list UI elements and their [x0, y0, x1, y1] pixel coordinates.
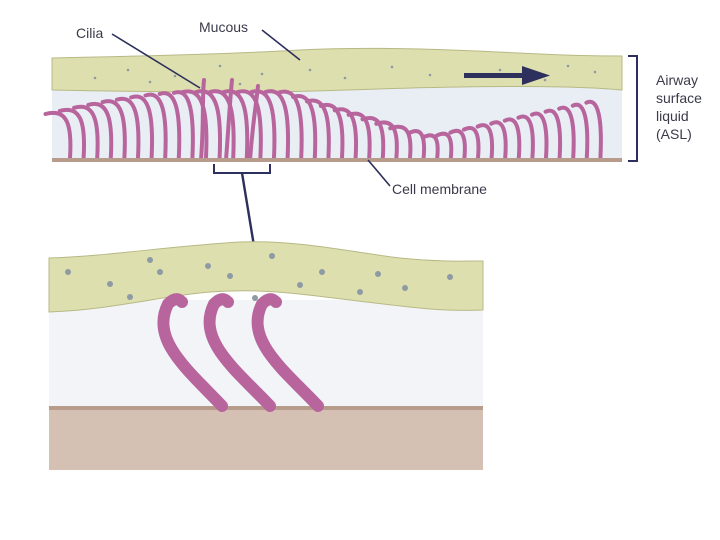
cilium — [157, 91, 182, 160]
cilium-upright — [199, 78, 206, 162]
cilium — [388, 124, 413, 160]
cilium — [100, 99, 127, 160]
arrow-right-icon — [464, 66, 550, 85]
cell-membrane — [52, 158, 622, 162]
zoom-mucus-particle — [447, 274, 453, 280]
cilium — [263, 89, 291, 160]
zoom-cilium — [157, 293, 228, 412]
membrane-leader-line — [367, 159, 391, 187]
mucous-label: Mucous — [199, 19, 248, 35]
cilium — [86, 101, 114, 160]
cilium-upright — [224, 78, 234, 162]
mucus-particles — [93, 64, 597, 86]
zoom-mucus-particle — [127, 294, 133, 300]
mucus-particle — [218, 64, 222, 68]
cilium — [346, 111, 372, 160]
cilia-row — [43, 78, 603, 162]
mucus-layer — [51, 47, 623, 93]
zoom-connector — [213, 164, 271, 247]
cilium — [305, 98, 331, 160]
cilium — [502, 117, 522, 160]
cilium — [434, 131, 454, 160]
zoom-mucus-particle — [375, 271, 381, 277]
cilium — [407, 129, 427, 160]
cilium — [332, 107, 359, 160]
mucus-particle — [93, 76, 97, 80]
mucus-particle — [308, 68, 312, 72]
cilium — [584, 99, 603, 160]
cilium — [462, 126, 481, 160]
zoom-cilium — [251, 293, 324, 412]
zoom-mucus-particle — [319, 269, 325, 275]
mucus-particle — [173, 74, 177, 78]
zoom-mucus-particle — [157, 269, 163, 275]
zoom-mucus-particle — [297, 282, 303, 288]
cilium — [421, 133, 440, 160]
asl-label-line-2: surface — [656, 90, 702, 106]
mucous-leader-line — [261, 29, 301, 61]
cilium — [72, 104, 100, 160]
zoom-mucus-particle — [357, 289, 363, 295]
zoom-mucus-layer — [48, 241, 484, 313]
cilium — [530, 111, 549, 160]
cilium — [489, 120, 508, 160]
asl-label-line-1: Airway — [656, 72, 698, 88]
cilium — [143, 92, 168, 160]
cilium — [129, 94, 155, 160]
cilium — [570, 102, 590, 160]
mucus-particle — [593, 70, 597, 74]
cilium — [172, 90, 195, 160]
mucus-particle — [343, 76, 347, 80]
cilium — [516, 114, 535, 160]
asl-label-line-4: (ASL) — [656, 126, 692, 142]
overview-panel: Cilia Mucous Cell membrane Airway surfac… — [43, 19, 702, 197]
zoom-mucus-particles — [65, 253, 453, 301]
cilia-leader-line — [111, 33, 201, 89]
mucus-particle — [498, 68, 502, 72]
zoom-panel — [48, 241, 484, 470]
cilium — [557, 105, 576, 160]
cilium — [360, 116, 386, 160]
zoom-mucus-particle — [252, 295, 258, 301]
cilium — [475, 123, 495, 160]
mucus-particle — [543, 78, 547, 82]
zoom-cilium — [203, 293, 276, 412]
zoom-mucus-particle — [227, 273, 233, 279]
zoom-mucus-particle — [107, 281, 113, 287]
mucus-particle — [238, 82, 242, 86]
cilium-upright — [248, 84, 260, 162]
bracket-icon — [628, 55, 638, 162]
zoom-mucus-particle — [269, 253, 275, 259]
zoom-mucus-particle — [147, 257, 153, 263]
mucus-particle — [260, 72, 264, 76]
cilia-label: Cilia — [76, 25, 103, 41]
zoom-mucus-particle — [205, 263, 211, 269]
zoom-cilia-group — [157, 293, 324, 412]
mucus-particle — [428, 73, 432, 77]
asl-label-line-3: liquid — [656, 108, 689, 124]
mucus-particle — [126, 68, 130, 72]
cilium — [57, 107, 87, 160]
cilium — [318, 102, 345, 160]
cilium — [291, 94, 318, 160]
zoom-cell-layer — [49, 408, 483, 470]
mucus-particle — [390, 65, 394, 69]
cilium — [277, 89, 304, 160]
mucus-particle — [148, 80, 152, 84]
zoom-mucus-particle — [402, 285, 408, 291]
cell-membrane-label: Cell membrane — [392, 181, 487, 197]
cilium — [114, 96, 141, 160]
cilium — [543, 108, 563, 160]
mucus-particle — [566, 64, 570, 68]
cilium — [448, 128, 467, 160]
cilium — [43, 110, 73, 160]
zoom-mucus-particle — [65, 269, 71, 275]
